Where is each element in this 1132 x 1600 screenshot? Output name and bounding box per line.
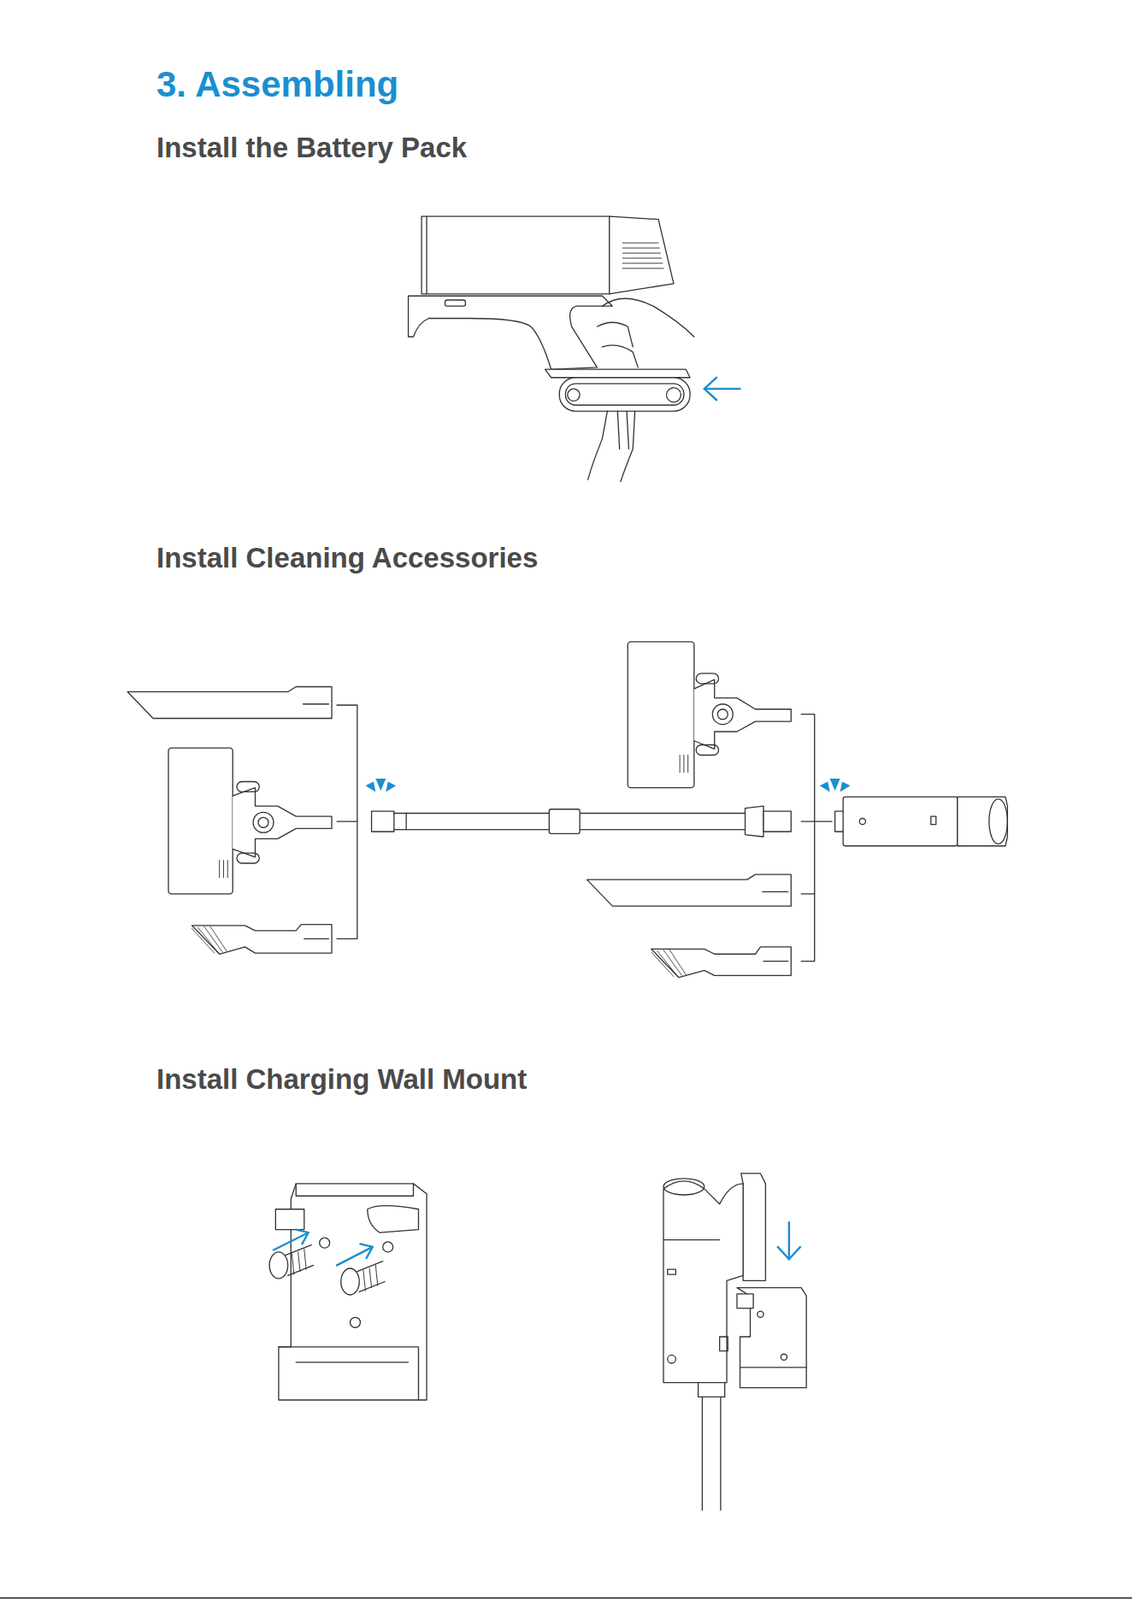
page-title: 3. Assembling [156, 66, 399, 103]
section-heading: Install Charging Wall Mount [156, 1065, 527, 1094]
extension-tube [371, 806, 792, 838]
screws [269, 1245, 385, 1296]
click-symbols [365, 778, 850, 793]
hands [588, 298, 695, 482]
section-heading: Install Cleaning Accessories [156, 543, 538, 572]
section-heading: Install the Battery Pack [156, 133, 467, 162]
hang-arrow [778, 1222, 801, 1260]
screw-arrows [273, 1230, 373, 1267]
page-rule [0, 1597, 1132, 1600]
handheld-unit [835, 796, 1009, 846]
insert-arrow [704, 377, 741, 401]
left-tools [127, 686, 358, 955]
vacuum-body [408, 216, 691, 412]
mounted-vacuum [663, 1173, 807, 1511]
wall-mount [275, 1184, 427, 1401]
right-tools [586, 642, 832, 979]
